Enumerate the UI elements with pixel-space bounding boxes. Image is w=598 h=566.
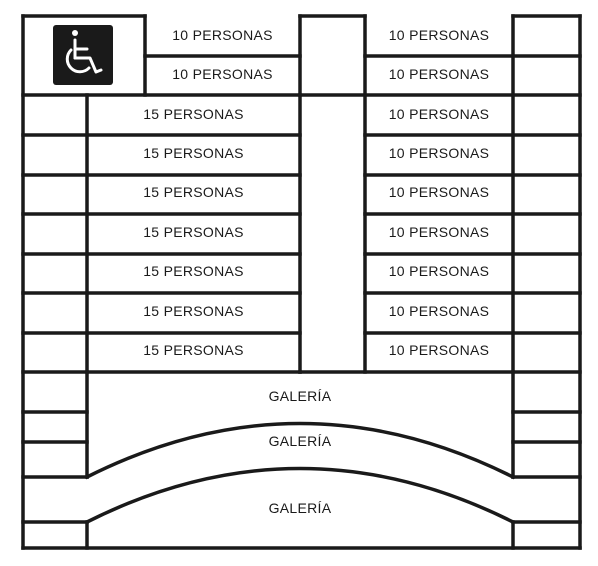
- seat-label-left-3: 15 PERSONAS: [143, 184, 244, 200]
- wheelchair-icon: [53, 25, 113, 85]
- seat-label-right-5: 10 PERSONAS: [388, 184, 490, 200]
- seat-label-left-2: 15 PERSONAS: [143, 145, 244, 161]
- seat-label-right-9: 10 PERSONAS: [388, 342, 490, 358]
- seat-label-left-top-1: 10 PERSONAS: [172, 27, 273, 43]
- seat-label-right-7: 10 PERSONAS: [388, 263, 490, 279]
- seat-label-right-4: 10 PERSONAS: [388, 145, 490, 161]
- seat-label-right-3: 10 PERSONAS: [388, 106, 490, 122]
- seat-label-left-4: 15 PERSONAS: [143, 224, 244, 240]
- gallery-arc-upper: [84, 421, 516, 480]
- seat-label-left-6: 15 PERSONAS: [143, 303, 244, 319]
- gallery-label-1: GALERÍA: [268, 388, 332, 404]
- seat-label-right-8: 10 PERSONAS: [388, 303, 490, 319]
- seat-label-left-1: 15 PERSONAS: [143, 106, 244, 122]
- seat-label-right-2: 10 PERSONAS: [388, 66, 490, 82]
- seat-label-left-7: 15 PERSONAS: [143, 342, 244, 358]
- gallery-arc-lower: [84, 466, 516, 525]
- gallery-label-3: GALERÍA: [268, 500, 332, 516]
- gallery-label-2: GALERÍA: [268, 433, 332, 449]
- seat-label-right-6: 10 PERSONAS: [388, 224, 490, 240]
- seat-label-left-5: 15 PERSONAS: [143, 263, 244, 279]
- seat-label-right-1: 10 PERSONAS: [388, 27, 490, 43]
- seat-label-left-top-2: 10 PERSONAS: [172, 66, 273, 82]
